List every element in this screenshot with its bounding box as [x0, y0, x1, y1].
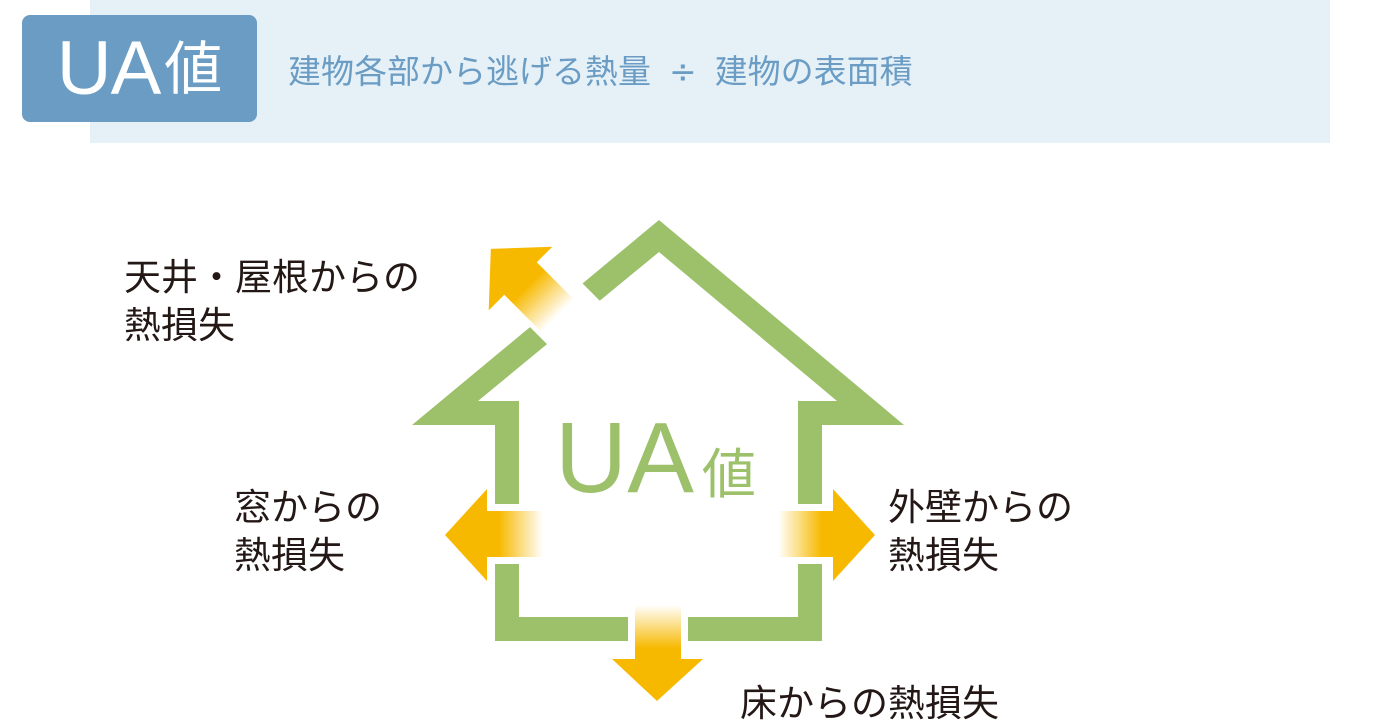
window-loss-label: 窓からの 熱損失	[234, 484, 382, 580]
formula-numerator: 建物各部から逃げる熱量	[288, 52, 651, 91]
window-loss-line2: 熱損失	[234, 534, 345, 577]
wall-loss-label: 外壁からの 熱損失	[888, 484, 1073, 580]
header-band	[90, 0, 1330, 143]
formula-denominator: 建物の表面積	[714, 52, 913, 91]
center-ua-label: UA 値	[555, 408, 756, 508]
center-kanji-text: 値	[701, 443, 756, 506]
roof-gap	[521, 270, 606, 355]
wall-loss-line1: 外壁からの	[888, 486, 1073, 529]
floor-loss-label: 床からの熱損失	[740, 682, 999, 725]
wall-loss-line2: 熱損失	[888, 534, 999, 577]
badge-kanji-text: 値	[164, 34, 223, 103]
ua-formula: 建物各部から逃げる熱量 ÷ 建物の表面積	[288, 48, 913, 96]
divide-operator: ÷	[669, 52, 697, 91]
badge-ua-text: UA	[56, 25, 162, 111]
window-arrow-icon	[445, 489, 543, 581]
roof-loss-line2: 熱損失	[124, 304, 235, 347]
ua-badge: UA 値	[22, 15, 257, 122]
floor-arrow-icon	[612, 605, 703, 701]
center-ua-text: UA	[555, 402, 694, 514]
roof-loss-label: 天井・屋根からの 熱損失	[124, 254, 420, 350]
roof-loss-line1: 天井・屋根からの	[124, 256, 420, 299]
window-loss-line1: 窓からの	[234, 486, 382, 529]
wall-arrow-icon	[778, 489, 875, 581]
roof-arrow-icon	[488, 246, 575, 333]
